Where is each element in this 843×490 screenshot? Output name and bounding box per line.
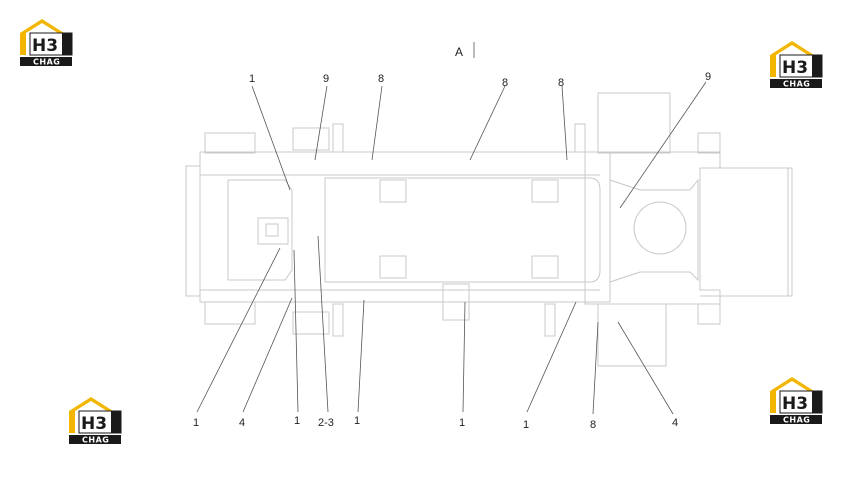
callout-bottom: 4 bbox=[672, 417, 678, 429]
callout-top: 8 bbox=[502, 77, 508, 89]
logo-mark: H3 bbox=[782, 394, 808, 414]
logo-mark: H3 bbox=[32, 36, 58, 56]
logo-mark: H3 bbox=[782, 58, 808, 78]
logo-graphic: H3 CHAG bbox=[69, 397, 122, 445]
callout-bottom: 1 bbox=[193, 417, 199, 429]
chassis-outline bbox=[185, 92, 793, 367]
callout-top: 8 bbox=[558, 77, 564, 89]
callout-bottom: 4 bbox=[239, 417, 245, 429]
logo-mark: H3 bbox=[81, 414, 107, 434]
callout-top: 1 bbox=[249, 73, 255, 85]
callout-bottom: 1 bbox=[523, 419, 529, 431]
callout-top: 9 bbox=[323, 73, 329, 85]
logo-graphic: H3 CHAG bbox=[770, 377, 823, 425]
logo: H3 CHAG bbox=[768, 375, 824, 425]
callout-bottom: 1 bbox=[459, 417, 465, 429]
logo-subtext: CHAG bbox=[33, 58, 60, 67]
logo-subtext: CHAG bbox=[82, 436, 109, 445]
callout-top: 8 bbox=[378, 73, 384, 85]
logo: H3 CHAG bbox=[67, 395, 123, 445]
logo: H3 CHAG bbox=[768, 39, 824, 89]
logo: H3 CHAG bbox=[18, 17, 74, 67]
callout-bottom: 8 bbox=[590, 419, 596, 431]
logo-graphic: H3 CHAG bbox=[20, 19, 73, 67]
callout-bottom: 1 bbox=[294, 415, 300, 427]
callout-bottom: 1 bbox=[354, 415, 360, 427]
logo-graphic: H3 CHAG bbox=[770, 41, 823, 89]
callout-top: 9 bbox=[705, 71, 711, 83]
view-label: A bbox=[455, 45, 463, 59]
logo-subtext: CHAG bbox=[783, 416, 810, 425]
leader-lines bbox=[196, 81, 707, 415]
logo-subtext: CHAG bbox=[783, 80, 810, 89]
callout-bottom: 2-3 bbox=[318, 417, 334, 429]
